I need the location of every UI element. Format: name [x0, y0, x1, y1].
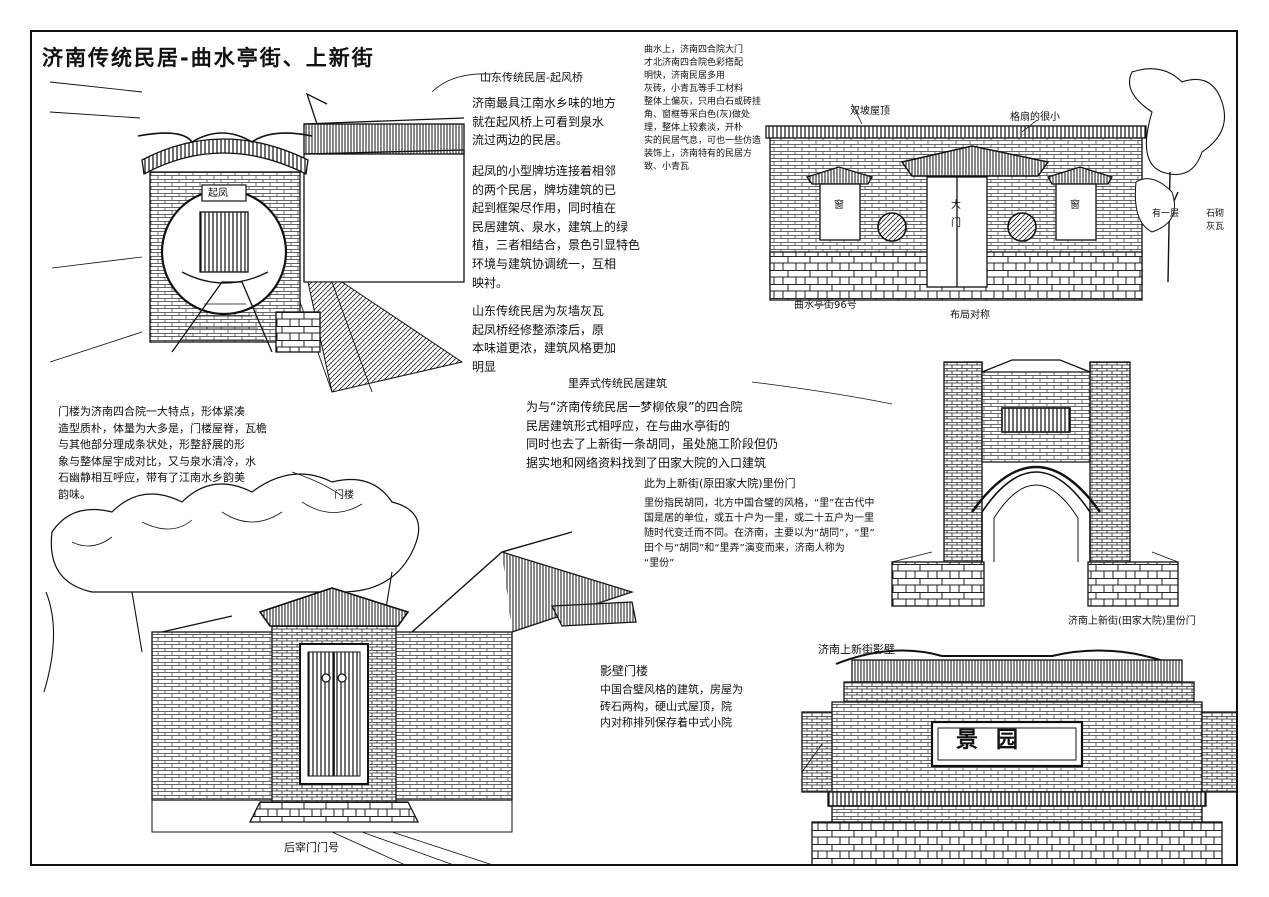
bridge-arch-plaque: 起凤 [208, 188, 228, 199]
side-label: 石砌 灰瓦 [1206, 209, 1225, 233]
screen-paragraph: 中国合璧风格的建筑，房屋为 砖石两构，硬山式屋顶，院 内对称排列保存着中式小院 [600, 683, 743, 729]
screen-heading: 影壁门楼 [600, 664, 649, 678]
page-title: 济南传统民居-曲水亭街、上新街 [42, 46, 375, 70]
window-char-left: 窗 [834, 200, 844, 211]
screen-wall-sketch [801, 649, 1236, 864]
window-label: 格扇的很小 [1010, 112, 1060, 123]
door-char-1: 大 [951, 200, 961, 211]
screen-plaque: 景园 [956, 728, 1037, 753]
gate-subheading: 此为上新街(原田家大院)里份门 [644, 477, 796, 490]
courtyard-gate-sketch [43, 473, 637, 864]
house-address: 曲水亭街96号 [794, 300, 857, 311]
courtyard-paragraph: 门楼为济南四合院一大特点，形体紧凑 造型质朴，体量为大多是，门楼屋脊，瓦檐 与其… [58, 405, 267, 501]
leader-line [291, 471, 343, 497]
house-note: 曲水上，济南四合院大门 才北济南四合院色彩搭配 明快，济南民居多用 灰砖，小青瓦… [644, 45, 762, 173]
bridge-paragraph-2: 起凤的小型牌坊连接着相邻 的两个民居，牌坊建筑的已 起到框架尽作用，同时植在 民… [472, 164, 641, 290]
screen-title: 济南上新街影壁 [818, 643, 895, 656]
courtyard-tree-label: 门楼 [334, 490, 354, 501]
leader-line [431, 73, 493, 93]
window-char-right: 窗 [1070, 200, 1080, 211]
symmetry-label: 布局对称 [950, 310, 990, 321]
bridge-paragraph-3: 山东传统民居为灰墙灰瓦 起凤桥经修整添漆后，原 本味道更浓，建筑风格更加 明显 [472, 304, 617, 374]
leader-line [751, 381, 893, 405]
gate-paragraph-2: 里份指民胡同，北方中国合璧的风格，“里”在古代中 国是居的单位，或五十户为一里，… [644, 498, 875, 569]
door-char-2: 门 [951, 218, 961, 229]
roof-label: 双坡屋顶 [850, 106, 890, 117]
sketch-sheet: 济南传统民居-曲水亭街、上新街 山东传统民居-起风桥 济南最具江南水乡味的地方 … [30, 30, 1238, 866]
bridge-label: 山东传统民居-起风桥 [480, 71, 583, 84]
plant-label: 有一层 [1152, 209, 1180, 219]
bridge-arch-sketch [49, 81, 465, 393]
lane-gate-sketch [891, 359, 1179, 607]
courtyard-caption: 后宰门门号 [284, 841, 339, 854]
gate-caption: 济南上新街(田家大院)里份门 [1068, 616, 1196, 627]
bridge-paragraph-1: 济南最具江南水乡味的地方 就在起风桥上可看到泉水 流过两边的民居。 [472, 96, 617, 148]
gate-heading: 里弄式传统民居建筑 [568, 377, 667, 390]
gate-paragraph: 为与“济南传统民居一梦柳依泉”的四合院 民居建筑形式相呼应，在与曲水亭街的 同时… [526, 400, 779, 470]
courtyard-house-sketch [765, 68, 1226, 301]
architectural-sketches [43, 68, 1236, 864]
